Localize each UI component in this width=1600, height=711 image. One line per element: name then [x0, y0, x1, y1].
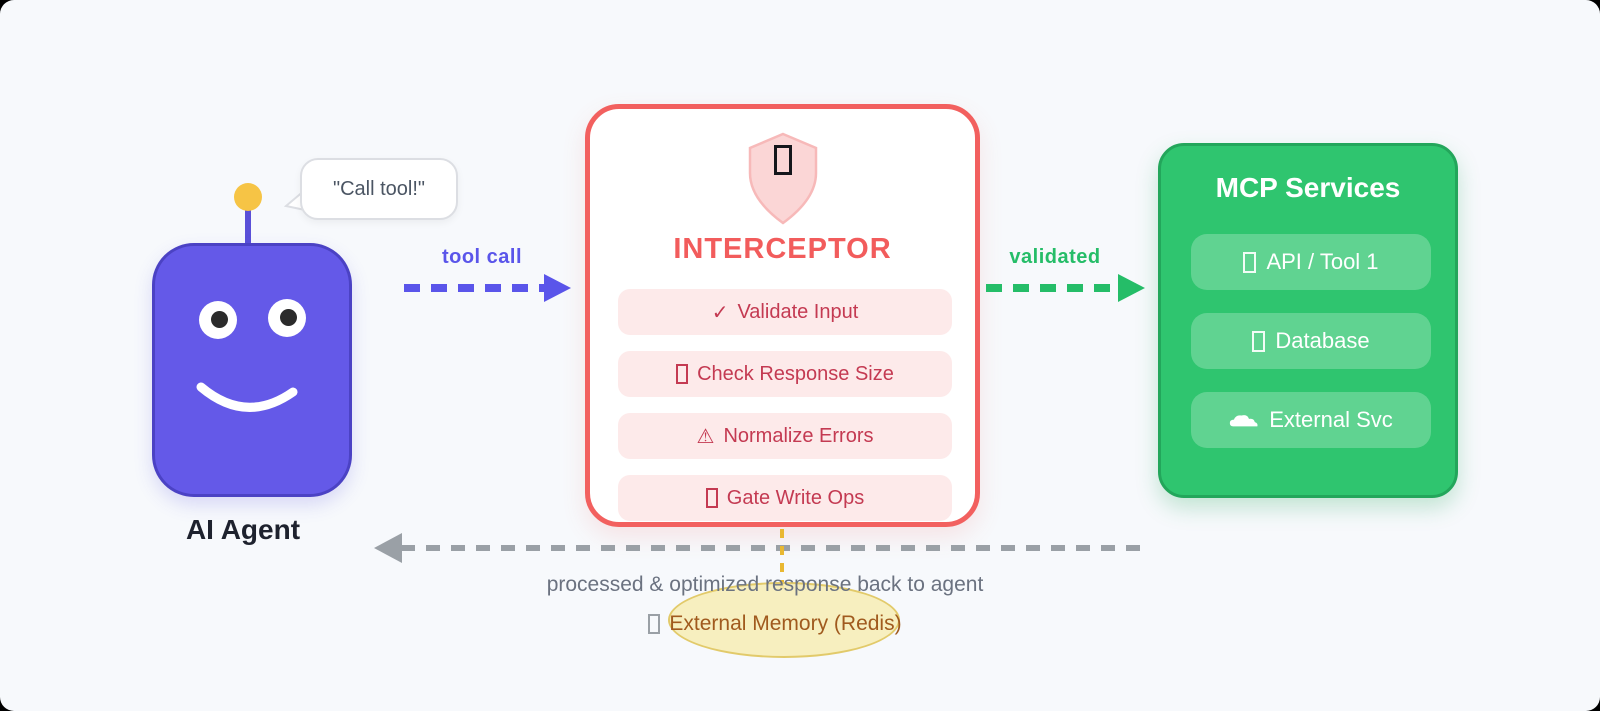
speech-bubble: "Call tool!"	[300, 158, 458, 220]
mcp-item-label: External Svc	[1269, 407, 1393, 432]
memory-label-text: External Memory (Redis)	[669, 612, 902, 635]
interceptor-item-check-response-size: Check Response Size	[618, 351, 952, 397]
shield-icon	[748, 132, 817, 225]
robot-left-eye-icon	[199, 301, 237, 339]
interceptor-title: INTERCEPTOR	[673, 233, 892, 265]
interceptor-item-label: Normalize Errors	[723, 424, 874, 447]
warning-icon: ⚠	[696, 425, 715, 448]
memory-connector-line	[780, 529, 784, 589]
interceptor-box: INTERCEPTOR ✓ Validate Input Check Respo…	[585, 104, 980, 527]
interceptor-item-label: Check Response Size	[697, 362, 894, 385]
check-icon: ✓	[711, 301, 729, 324]
validated-label: validated	[1009, 246, 1101, 268]
cloud-icon	[1230, 414, 1258, 426]
agent-label: AI Agent	[185, 514, 301, 545]
robot-right-pupil	[280, 309, 297, 326]
memory-label: External Memory (Redis)	[550, 612, 1000, 636]
validated-arrow-line	[986, 284, 1120, 292]
missing-glyph-icon	[705, 488, 718, 508]
response-arrow-line	[401, 545, 1147, 551]
mcp-item-label: API / Tool 1	[1266, 249, 1379, 274]
robot-smile-icon	[196, 382, 298, 412]
mcp-item-database: Database	[1191, 313, 1431, 369]
validated-arrowhead-icon	[1118, 274, 1145, 302]
interceptor-item-gate-write-ops: Gate Write Ops	[618, 475, 952, 521]
mcp-item-label: Database	[1275, 328, 1370, 353]
response-label: processed & optimized response back to a…	[546, 573, 984, 596]
interceptor-item-label: Gate Write Ops	[726, 486, 865, 509]
response-arrowhead-icon	[374, 533, 402, 563]
missing-glyph-icon	[648, 614, 661, 634]
interceptor-item-validate-input: ✓ Validate Input	[618, 289, 952, 335]
mcp-item-api-tool-1: API / Tool 1	[1191, 234, 1431, 290]
missing-glyph-icon	[676, 364, 689, 384]
tool-call-arrow-line	[404, 284, 546, 292]
robot-antenna-ball-icon	[234, 183, 262, 211]
robot-right-eye-icon	[268, 299, 306, 337]
interceptor-item-normalize-errors: ⚠ Normalize Errors	[618, 413, 952, 459]
mcp-services-box: MCP Services API / Tool 1 Database Exter…	[1158, 143, 1458, 498]
memory-ellipse	[668, 582, 900, 658]
missing-glyph-icon	[773, 145, 792, 175]
robot-body	[152, 243, 352, 497]
mcp-services-title: MCP Services	[1215, 172, 1401, 203]
missing-glyph-icon	[1252, 330, 1266, 352]
interceptor-item-label: Validate Input	[737, 300, 859, 323]
robot-left-pupil	[211, 311, 228, 328]
tool-call-arrowhead-icon	[544, 274, 571, 302]
robot-antenna-stem	[245, 209, 251, 246]
missing-glyph-icon	[1243, 251, 1257, 273]
mcp-item-external-svc: External Svc	[1191, 392, 1431, 448]
tool-call-label: tool call	[441, 246, 523, 268]
